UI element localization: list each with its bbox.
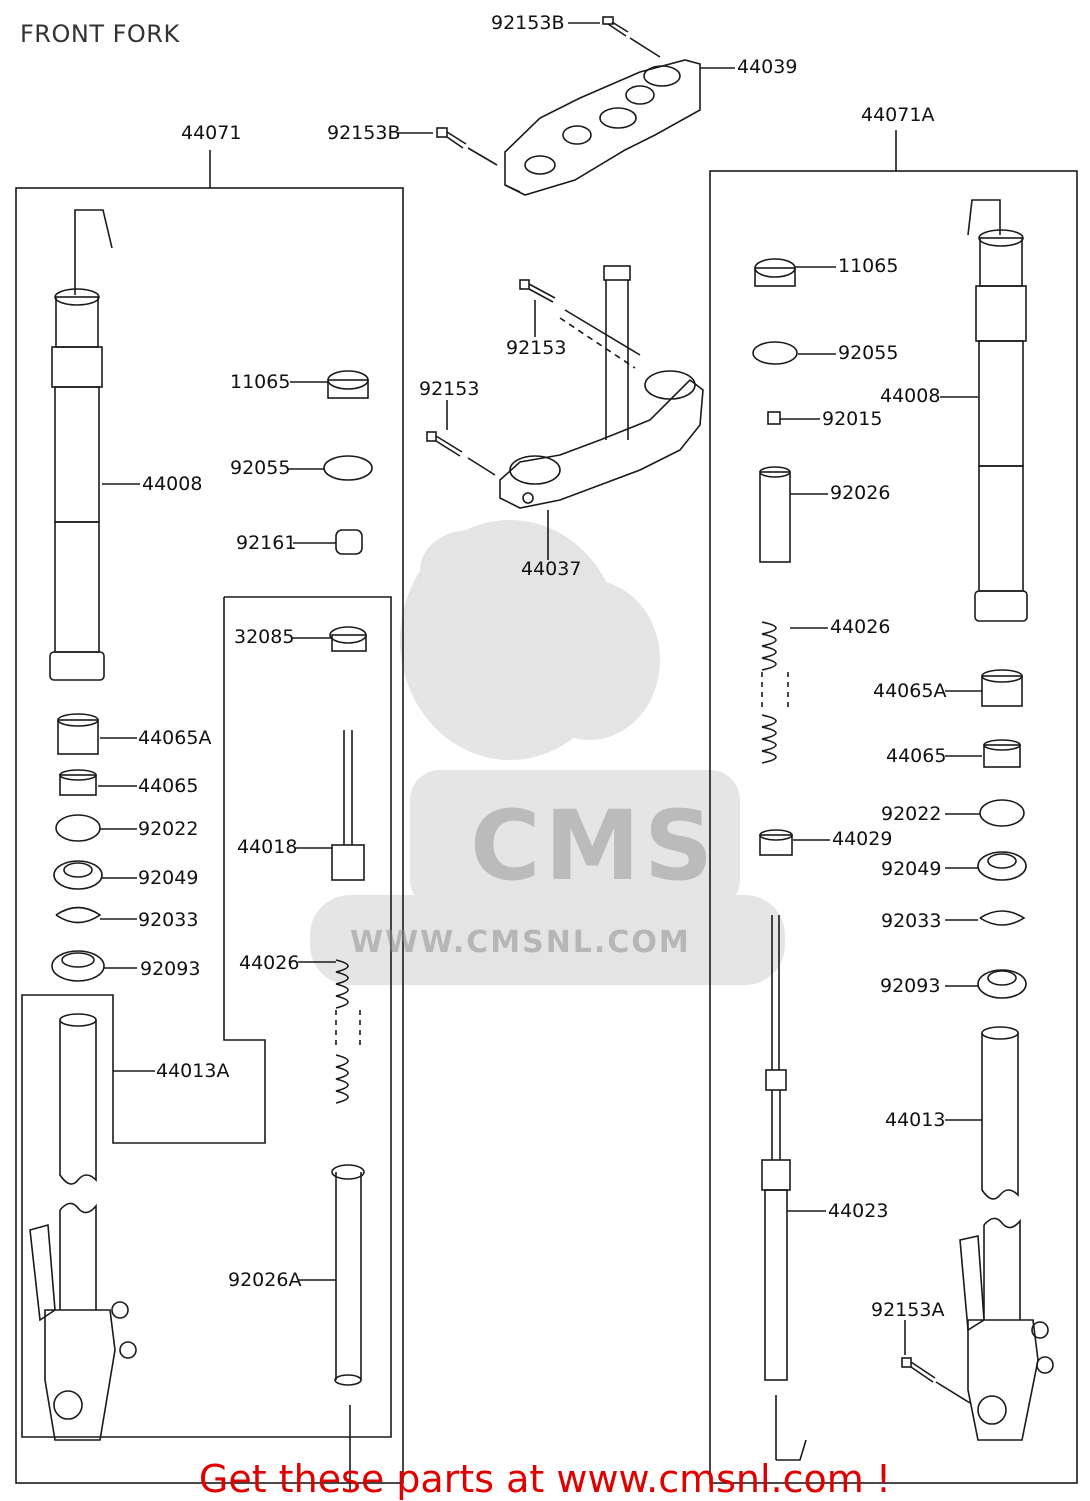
- part-label-92153-a: 92153: [506, 337, 567, 359]
- part-label-44013: 44013: [885, 1109, 946, 1131]
- outer-tube-left: [49, 209, 113, 681]
- part-label-44026-left: 44026: [239, 952, 300, 974]
- part-label-44071A: 44071A: [861, 104, 935, 126]
- part-label-44023: 44023: [828, 1200, 889, 1222]
- part-label-44039: 44039: [737, 56, 798, 78]
- part-label-44026-right: 44026: [830, 616, 891, 638]
- left-small-parts: [51, 713, 105, 982]
- part-label-44013A: 44013A: [156, 1060, 230, 1082]
- bolt-92153-b: [426, 431, 463, 457]
- steering-stem-drawing: [499, 265, 704, 509]
- sub-assembly-outline: [21, 596, 392, 1438]
- right-parts: [752, 258, 807, 1461]
- part-label-44008-left: 44008: [142, 473, 203, 495]
- part-label-44018: 44018: [237, 836, 298, 858]
- part-label-92153A: 92153A: [871, 1299, 945, 1321]
- part-label-44065A-right: 44065A: [873, 680, 947, 702]
- part-label-92026: 92026: [830, 482, 891, 504]
- part-label-92049-left: 92049: [138, 867, 199, 889]
- part-label-44065-left: 44065: [138, 775, 199, 797]
- assembly-box-44071: [15, 187, 404, 1484]
- inner-tube-right: [959, 1026, 1054, 1441]
- part-label-32085: 32085: [234, 626, 295, 648]
- watermark-url-text: WWW.CMSNL.COM: [350, 925, 691, 960]
- part-label-44029: 44029: [832, 828, 893, 850]
- page-title: FRONT FORK: [20, 20, 180, 48]
- inner-tube-left: [29, 1013, 137, 1441]
- bolt-92153B-mid: [436, 127, 467, 149]
- part-label-44037: 44037: [521, 558, 582, 580]
- part-label-92055-right: 92055: [838, 342, 899, 364]
- upper-bracket-drawing: [504, 59, 701, 196]
- part-label-92055-left: 92055: [230, 457, 291, 479]
- watermark-logo-text: CMS: [470, 790, 718, 902]
- part-label-44071: 44071: [181, 122, 242, 144]
- part-label-92049-right: 92049: [881, 858, 942, 880]
- footer-link[interactable]: Get these parts at www.cmsnl.com !: [198, 1457, 892, 1501]
- part-label-92153B-top: 92153B: [491, 12, 565, 34]
- bolt-92153B-top: [602, 16, 629, 37]
- watermark-logo-shape: [310, 520, 785, 985]
- part-label-92153B-mid: 92153B: [327, 122, 401, 144]
- part-label-92161: 92161: [236, 532, 297, 554]
- part-label-92015: 92015: [822, 408, 883, 430]
- part-label-11065-right: 11065: [838, 255, 899, 277]
- part-label-44065-right: 44065: [886, 745, 947, 767]
- part-label-92022-left: 92022: [138, 818, 199, 840]
- assembly-box-44071A: [709, 170, 1078, 1484]
- bolt-92153-a: [519, 279, 556, 303]
- part-label-92093-left: 92093: [140, 958, 201, 980]
- part-label-44065A-left: 44065A: [138, 727, 212, 749]
- part-label-92033-right: 92033: [881, 910, 942, 932]
- center-parts: [323, 370, 373, 1386]
- part-label-92022-right: 92022: [881, 803, 942, 825]
- part-label-92153-b: 92153: [419, 378, 480, 400]
- part-label-44008-right: 44008: [880, 385, 941, 407]
- bolt-92153A: [901, 1357, 936, 1383]
- outer-tube-right: [967, 199, 1028, 622]
- part-label-92033-left: 92033: [138, 909, 199, 931]
- part-label-11065-left: 11065: [230, 371, 291, 393]
- part-label-92026A: 92026A: [228, 1269, 302, 1291]
- right-small-parts: [977, 669, 1027, 999]
- part-label-92093-right: 92093: [880, 975, 941, 997]
